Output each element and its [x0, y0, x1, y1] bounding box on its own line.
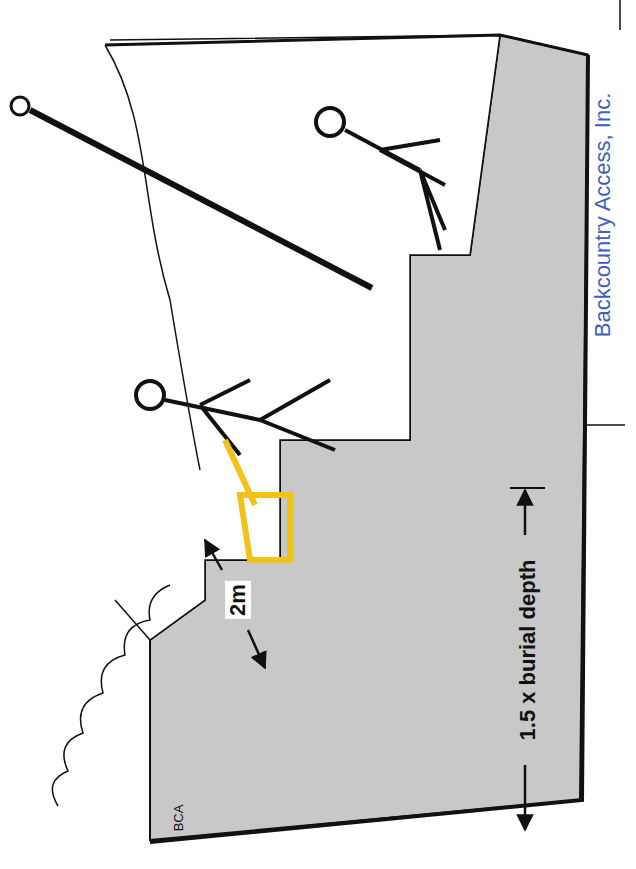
credit-rule: [585, 424, 625, 426]
dimension-arrow: [524, 490, 527, 535]
credit-text: Backcountry Access, Inc.: [590, 90, 616, 341]
debris-scallops: [52, 585, 170, 806]
rescuer-figure: [136, 380, 335, 455]
dimension-arrow: [205, 540, 222, 570]
shovel: [225, 440, 290, 560]
probe: [30, 110, 372, 288]
buried-victim: [316, 108, 445, 250]
dimension-arrow: [524, 765, 527, 830]
dimension-label: 1.5 x burial depth: [515, 557, 541, 744]
watermark: BCA: [171, 802, 186, 835]
block-top-face: [110, 35, 500, 640]
credit-rule: [619, 0, 621, 30]
probe-handle: [11, 97, 29, 115]
block-top-edge: [105, 35, 588, 55]
dimension-tick: [510, 487, 545, 489]
dimension-arrow: [248, 630, 265, 668]
dimension-label: 2m: [225, 581, 251, 619]
ground-edge: [150, 55, 588, 842]
